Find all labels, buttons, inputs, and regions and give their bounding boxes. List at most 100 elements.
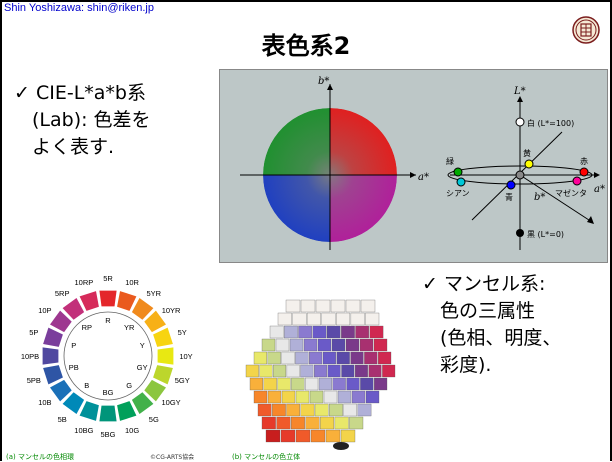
solid-block <box>273 364 287 378</box>
bullet-lab: ✓ CIE-L*a*b系 (Lab): 色差を よく表す. <box>14 80 219 161</box>
bullet-lab-line-1: CIE-L*a*b系 <box>35 82 146 104</box>
solid-block <box>346 377 360 391</box>
solid-block <box>276 416 291 430</box>
hue-inner-label: Y <box>140 341 145 350</box>
black-point <box>516 229 524 237</box>
solid-block <box>369 325 384 339</box>
solid-block <box>295 429 311 443</box>
solid-block <box>310 429 326 443</box>
hue-inner-label: G <box>126 381 132 390</box>
solid-block <box>245 364 259 378</box>
solid-block <box>355 325 369 339</box>
solid-block <box>298 325 312 339</box>
hue-segment <box>42 347 59 365</box>
hue-segment <box>50 379 72 402</box>
solid-block <box>295 351 309 365</box>
hue-inner-label: BG <box>103 388 114 397</box>
cyan-label: シアン <box>446 189 470 198</box>
hue-segment <box>131 298 154 320</box>
solid-block <box>277 312 292 326</box>
header-author: Shin Yoshizawa: shin@riken.jp <box>4 2 154 14</box>
bullet-munsell-line-2: 色の三属性 <box>440 300 536 322</box>
frame-top-border <box>0 0 612 2</box>
solid-block <box>253 390 268 404</box>
hue-segment <box>43 365 63 385</box>
solid-block <box>285 299 301 313</box>
solid-block <box>378 351 392 365</box>
hue-outer-label: 10GY <box>162 398 181 407</box>
hue-segment <box>144 379 166 402</box>
munsell-color-solid <box>245 299 396 450</box>
solid-block <box>345 338 360 352</box>
solid-block <box>336 351 350 365</box>
left-a-axis-label: a* <box>418 172 429 183</box>
hue-segment <box>62 298 85 320</box>
solid-block <box>340 429 356 443</box>
solid-block <box>259 364 273 378</box>
solid-block <box>357 403 372 417</box>
bullet-munsell-line-3: (色相、明度、 <box>440 327 562 349</box>
solid-block <box>281 351 295 365</box>
hue-inner-label: RP <box>82 323 92 332</box>
white-label: 白 (L*=100) <box>527 118 574 128</box>
solid-block <box>364 351 378 365</box>
hue-segment <box>99 290 117 307</box>
hue-outer-label: 10PB <box>21 352 39 361</box>
solid-block <box>315 299 331 313</box>
solid-block <box>289 338 304 352</box>
hue-inner-ring <box>63 311 153 401</box>
red-label: 赤 <box>580 157 588 166</box>
hue-outer-label: 10G <box>125 426 139 435</box>
hue-outer-label: 5P <box>29 328 38 337</box>
solid-block <box>290 416 305 430</box>
solid-block <box>334 416 349 430</box>
yellow-point <box>524 159 534 169</box>
solid-block <box>269 325 284 339</box>
hue-outer-label: 10BG <box>74 426 93 435</box>
solid-block <box>343 403 357 417</box>
solid-block <box>326 325 341 339</box>
solid-block <box>354 364 368 378</box>
solid-block <box>265 429 281 443</box>
hue-segment <box>43 327 63 347</box>
hue-inner-label: YR <box>124 323 135 332</box>
solid-block <box>277 377 291 391</box>
hue-inner-label: GY <box>137 363 148 372</box>
solid-block <box>345 299 361 313</box>
solid-block <box>341 364 355 378</box>
lab-diagram-panel: b* a* L* a* b* 白 (L*=100) 黒 (L*=0) 黄 緑 赤… <box>219 69 608 263</box>
hue-outer-label: 5Y <box>178 328 187 337</box>
white-point <box>515 117 525 127</box>
solid-block <box>330 299 346 313</box>
hue-segment <box>153 365 173 385</box>
hue-segment <box>99 405 117 422</box>
hue-outer-label: 5B <box>58 415 67 424</box>
solid-block <box>291 377 305 391</box>
green-point <box>453 167 463 177</box>
solid-block <box>314 403 329 417</box>
solid-block <box>337 390 352 404</box>
solid-block <box>284 325 298 339</box>
solid-block <box>329 403 343 417</box>
solid-block <box>331 338 346 352</box>
gray-point <box>515 170 525 180</box>
caption-color-solid: (b) マンセルの色立体 <box>232 453 301 461</box>
solid-block <box>280 429 296 443</box>
yellow-label: 黄 <box>523 148 531 158</box>
solid-base <box>333 442 349 450</box>
solid-block <box>312 325 327 339</box>
solid-block <box>300 403 315 417</box>
bullet-munsell: ✓ マンセル系: 色の三属性 (色相、明度、 彩度). <box>422 271 607 379</box>
solid-block <box>373 338 388 352</box>
solid-block <box>295 390 310 404</box>
caption-hue-circle: (a) マンセルの色相環 <box>6 453 74 461</box>
bullet-munsell-line-4: 彩度). <box>440 354 492 376</box>
solid-block <box>303 338 318 352</box>
solid-block <box>317 338 332 352</box>
solid-block <box>305 416 320 430</box>
frame-right-border <box>610 0 612 461</box>
hue-segment <box>117 291 137 311</box>
solid-block <box>263 377 277 391</box>
hue-segment <box>144 310 166 333</box>
solid-block <box>267 351 281 365</box>
